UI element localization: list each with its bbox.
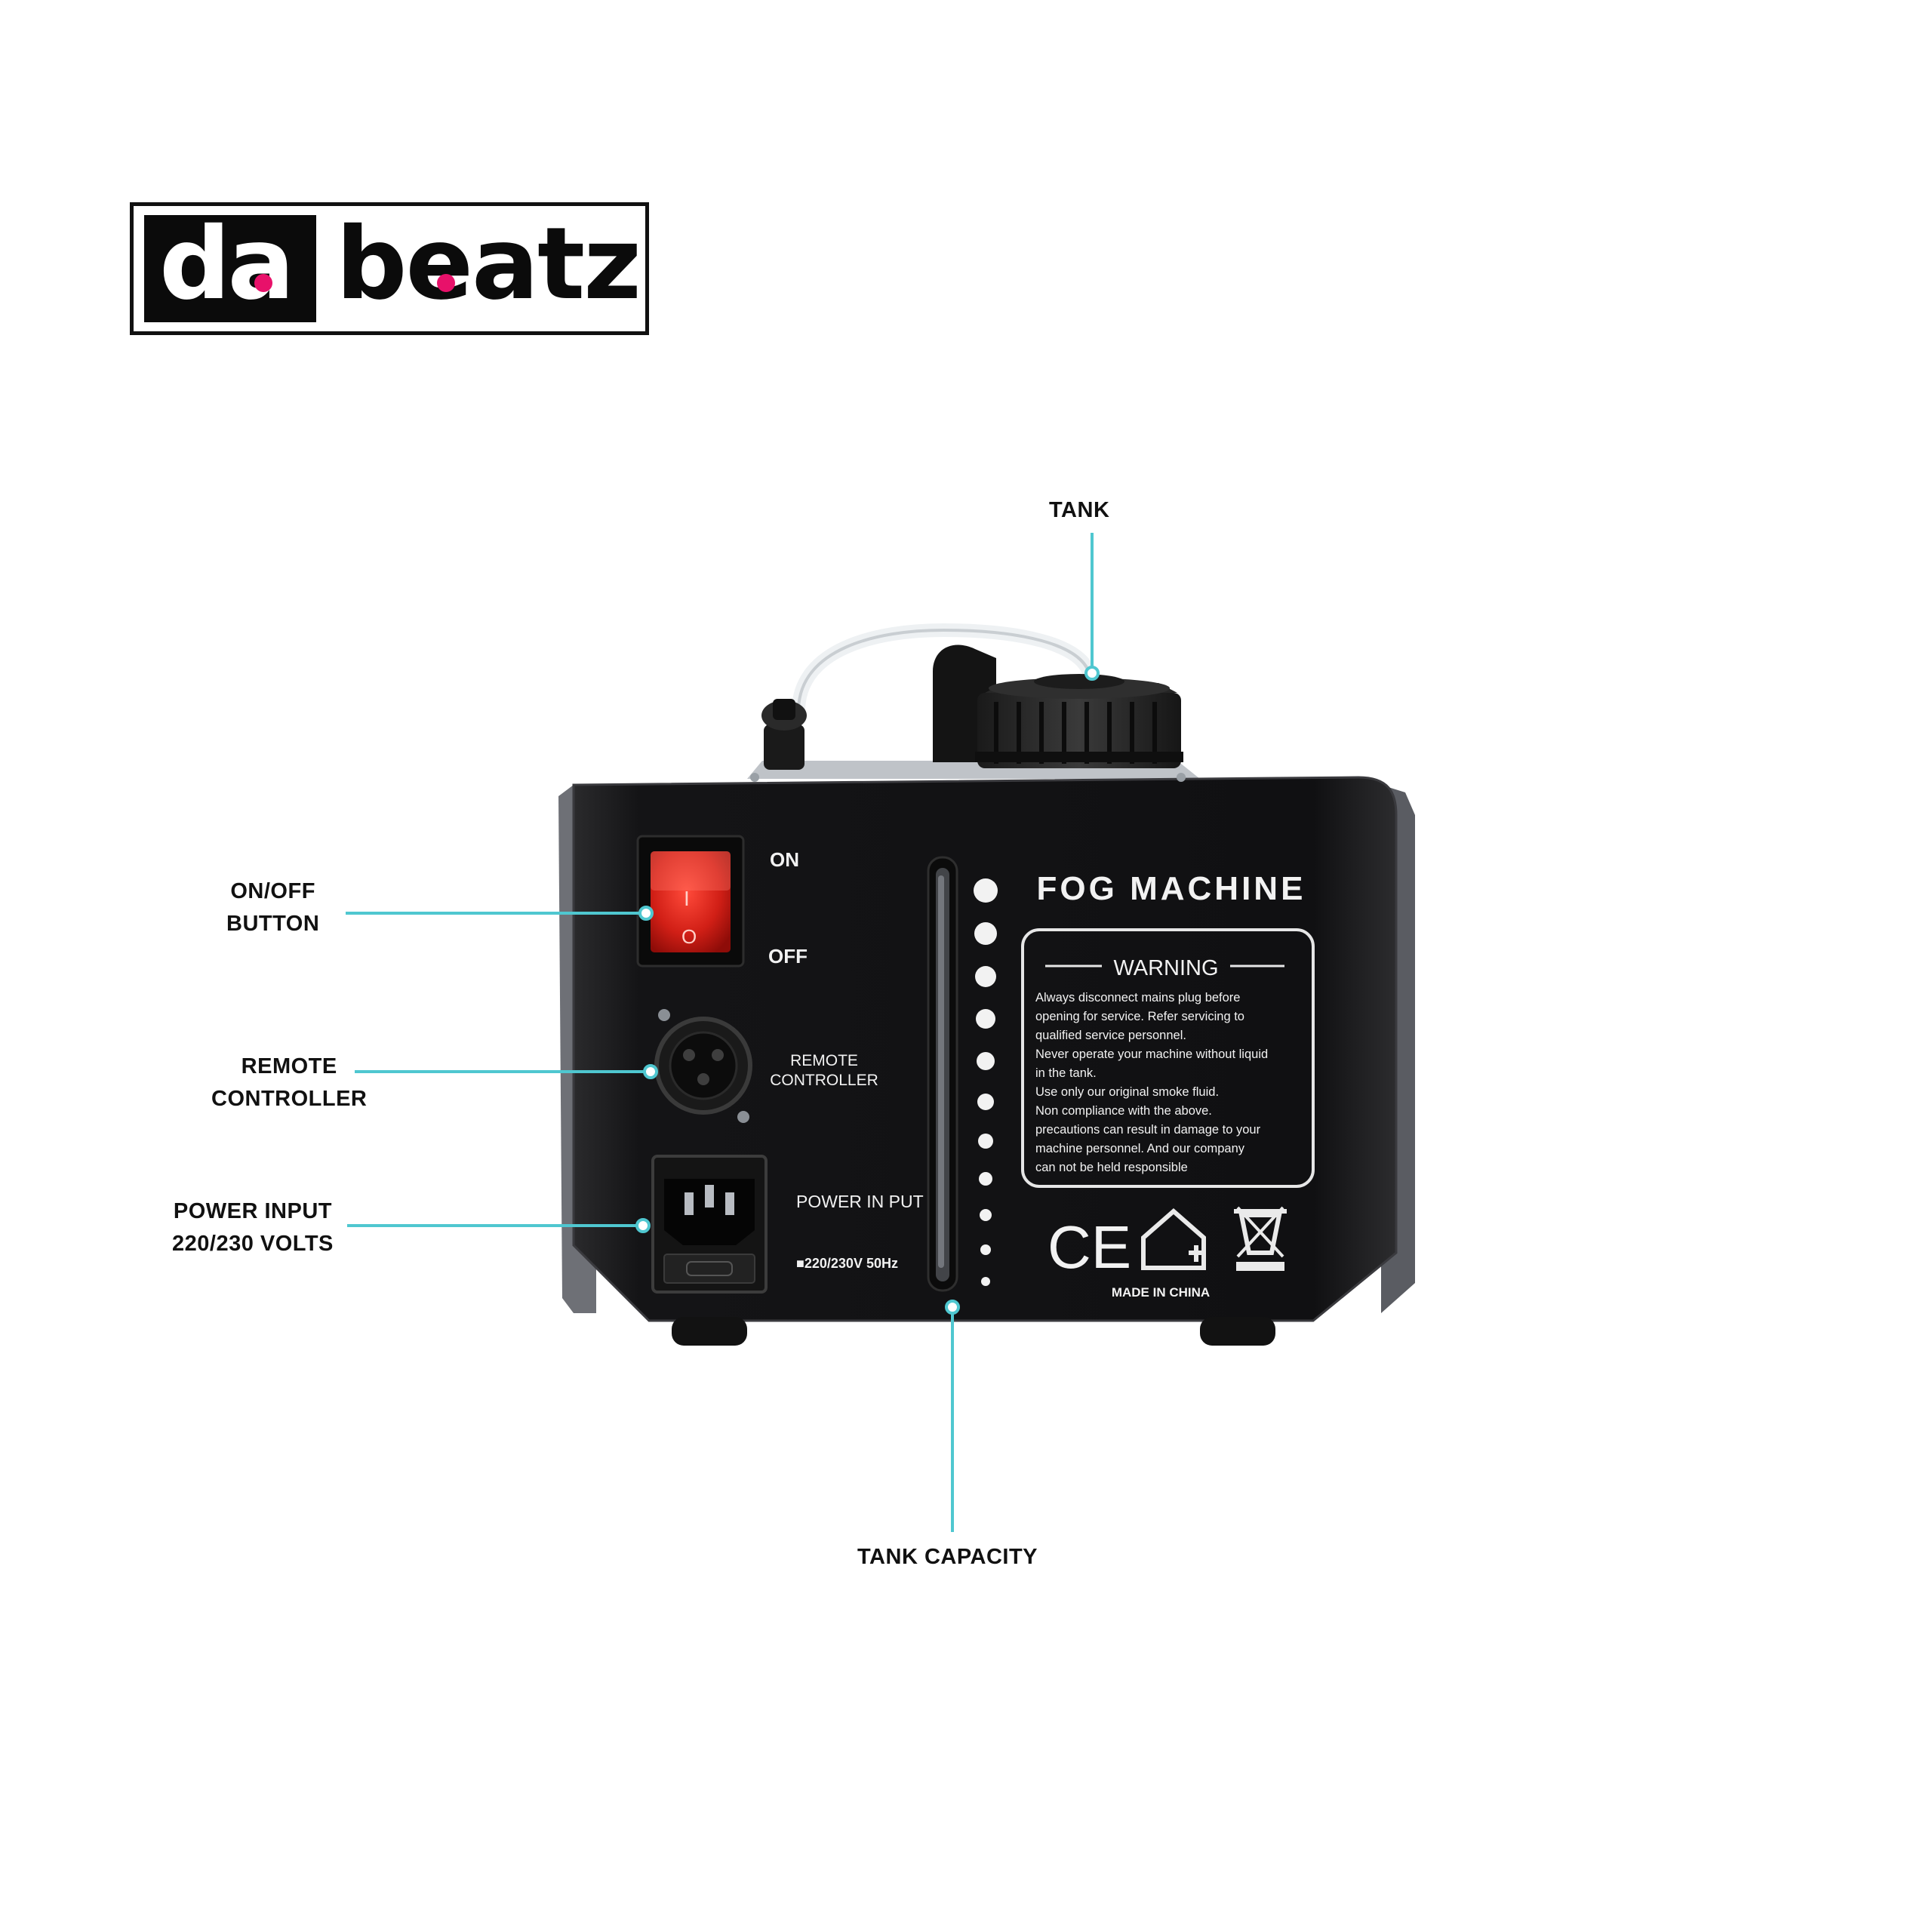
logo-text-beatz: beatz: [336, 206, 641, 322]
callout-tank: TANK: [1049, 498, 1110, 522]
weee-bin-icon: [1234, 1206, 1287, 1258]
indoor-use-house-icon: [1141, 1208, 1206, 1270]
warning-line: Always disconnect mains plug before: [1035, 991, 1240, 1004]
logo-pink-dot-a: [254, 274, 272, 292]
callout-power-input: POWER INPUT 220/230 VOLTS: [172, 1199, 334, 1256]
switch-on-symbol: I: [684, 887, 690, 910]
callout-leader-dots: [635, 666, 1100, 1315]
warning-line: Use only our original smoke fluid.: [1035, 1085, 1219, 1099]
power-input-label: POWER IN PUT: [796, 1192, 924, 1211]
warning-heading: WARNING: [1113, 956, 1218, 980]
power-switch-rocker[interactable]: [651, 851, 731, 952]
warning-line: qualified service personnel.: [1035, 1029, 1186, 1042]
warning-line: can not be held responsible: [1035, 1161, 1188, 1174]
made-in-label: MADE IN CHINA: [1112, 1285, 1210, 1300]
xlr-screw-bottom: [737, 1111, 749, 1123]
warning-line: Never operate your machine without liqui…: [1035, 1048, 1268, 1061]
logo-pink-dot-e: [437, 274, 455, 292]
warning-line: in the tank.: [1035, 1066, 1097, 1080]
switch-off-symbol: O: [681, 925, 697, 948]
fuse-holder: [663, 1254, 755, 1284]
warning-line: precautions can result in damage to your: [1035, 1123, 1261, 1137]
switch-off-label: OFF: [768, 945, 808, 968]
callout-leader-lines: [346, 533, 1094, 1532]
cable-gland: [764, 724, 804, 770]
remote-label-line2: CONTROLLER: [770, 1072, 878, 1089]
logo-dark-box: da: [144, 211, 316, 322]
xlr-screw-top: [658, 1009, 670, 1021]
callout-remote-controller: REMOTE CONTROLLER: [211, 1054, 368, 1111]
warning-line: Non compliance with the above.: [1035, 1104, 1212, 1118]
voltage-label: ■220/230V 50Hz: [796, 1256, 898, 1271]
callout-onoff-button: ON/OFF BUTTON: [226, 879, 320, 936]
machine-title: FOG MACHINE: [1037, 870, 1306, 907]
ce-mark: CE: [1048, 1214, 1131, 1281]
level-indicator-dots: [974, 878, 998, 1286]
remote-label-line1: REMOTE: [790, 1052, 858, 1069]
switch-on-label: ON: [770, 848, 799, 871]
callout-tank-capacity: TANK CAPACITY: [857, 1545, 1038, 1569]
warning-line: machine personnel. And our company: [1035, 1142, 1245, 1155]
logo-text-da: da: [159, 206, 295, 322]
warning-box: [1021, 928, 1315, 1188]
warning-line: opening for service. Refer servicing to: [1035, 1010, 1244, 1023]
brand-logo: da beatz: [130, 202, 649, 335]
foot-right: [1200, 1317, 1275, 1346]
foot-left: [672, 1317, 747, 1346]
